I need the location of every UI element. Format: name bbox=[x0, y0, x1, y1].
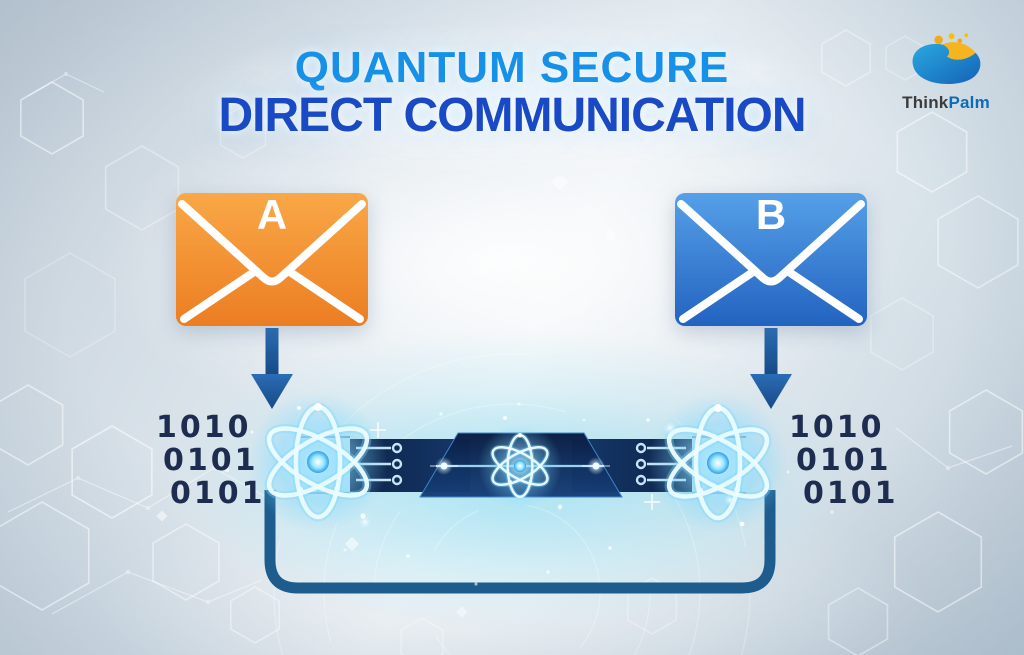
thinkpalm-logo: ThinkPalm bbox=[886, 30, 1006, 113]
envelope-b-icon: B bbox=[674, 192, 868, 327]
quantum-channel-pipe bbox=[264, 490, 776, 594]
title-line-1: QUANTUM SECURE bbox=[294, 43, 730, 92]
atom-icon-left bbox=[248, 392, 388, 532]
title-line-2: DIRECT COMMUNICATION bbox=[218, 89, 806, 142]
binary-row: 1010 bbox=[156, 410, 252, 445]
envelope-a-icon: A bbox=[175, 192, 369, 327]
thinkpalm-logo-text: ThinkPalm bbox=[886, 93, 1006, 113]
sender-label: A bbox=[256, 191, 288, 238]
binary-sequence-left: 1010 0101 0101 bbox=[156, 411, 266, 510]
binary-row: 0101 bbox=[170, 476, 266, 511]
page-title: QUANTUM SECURE DIRECT COMMUNICATION bbox=[0, 45, 1024, 141]
network-lines bbox=[7, 72, 1013, 615]
atom-icon-center bbox=[478, 424, 562, 508]
binary-row: 0101 bbox=[163, 443, 259, 478]
sparkles bbox=[225, 402, 834, 586]
binary-sequence-right: 1010 0101 0101 bbox=[789, 411, 899, 510]
receiver-label: B bbox=[755, 191, 787, 238]
envelope-a-shape bbox=[176, 193, 368, 326]
thinkpalm-logo-icon bbox=[912, 33, 981, 85]
envelope-b-shape bbox=[675, 193, 867, 326]
down-arrow-right-icon bbox=[750, 328, 792, 409]
binary-row: 0101 bbox=[796, 443, 892, 478]
atom-icon-right bbox=[648, 393, 788, 533]
brand-name-think: Think bbox=[902, 93, 949, 112]
down-arrow-left-icon bbox=[251, 328, 293, 409]
brand-name-palm: Palm bbox=[948, 93, 990, 112]
binary-row: 1010 bbox=[789, 410, 885, 445]
binary-row: 0101 bbox=[803, 476, 899, 511]
